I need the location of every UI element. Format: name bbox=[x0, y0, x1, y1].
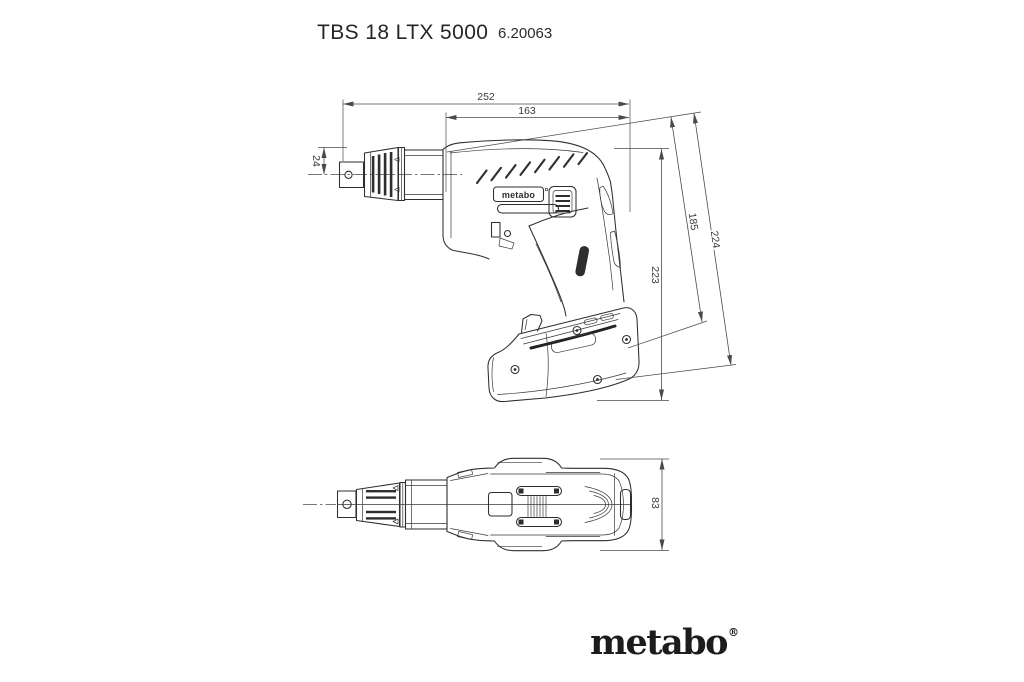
dimension-223: 223 bbox=[648, 149, 665, 400]
dimension-annotations: 252 163 24 223 185 224 bbox=[309, 90, 737, 551]
battery-release-clip bbox=[520, 313, 543, 334]
gear-selector bbox=[548, 185, 577, 218]
dimension-label-223: 223 bbox=[649, 266, 661, 284]
dimension-label-83: 83 bbox=[649, 497, 661, 509]
dimension-label-252: 252 bbox=[477, 91, 495, 103]
registered-mark-icon bbox=[544, 187, 549, 192]
dimension-224: 224 bbox=[693, 112, 732, 366]
dimension-252: 252 bbox=[343, 90, 629, 107]
grip-label-bar bbox=[575, 246, 590, 277]
metabo-logo-text: metabo bbox=[590, 622, 728, 663]
dimension-label-163: 163 bbox=[518, 105, 536, 117]
page-title: TBS 18 LTX 5000 bbox=[317, 21, 489, 44]
vent-slots bbox=[475, 152, 589, 185]
battery-pack bbox=[487, 307, 640, 403]
dimension-163: 163 bbox=[446, 104, 629, 121]
registered-trademark-icon: ® bbox=[727, 626, 739, 639]
tool-brand-label: metabo bbox=[502, 190, 536, 200]
dimension-185: 185 bbox=[670, 116, 703, 323]
order-number: 6.20063 bbox=[498, 25, 553, 42]
dimension-label-24: 24 bbox=[310, 155, 322, 167]
bit-holder bbox=[338, 161, 365, 189]
top-view bbox=[303, 457, 633, 552]
dimension-24: 24 bbox=[309, 147, 327, 175]
metabo-logo: metabo® bbox=[590, 622, 739, 663]
dimension-label-224: 224 bbox=[708, 230, 722, 249]
side-view: metabo bbox=[308, 139, 640, 403]
dimension-83: 83 bbox=[648, 459, 665, 550]
